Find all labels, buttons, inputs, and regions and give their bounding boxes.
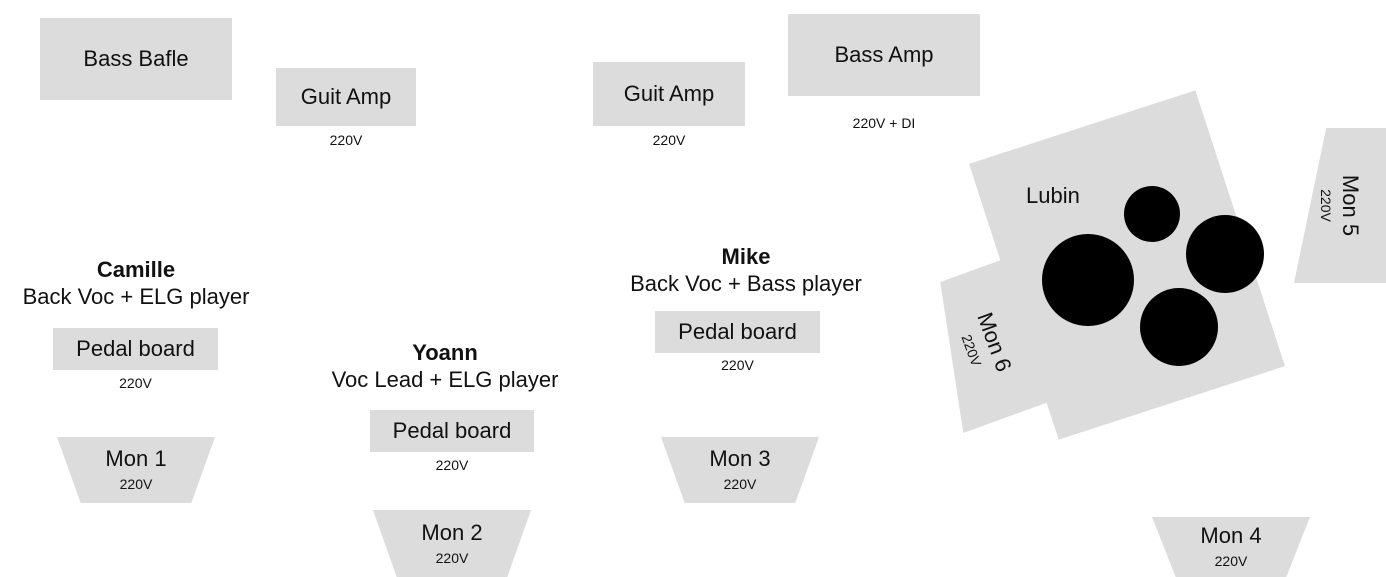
monitor-label: Mon 5 bbox=[1338, 174, 1363, 237]
guit-amp-2-power: 220V bbox=[652, 132, 686, 148]
guit-amp-1: Guit Amp bbox=[276, 68, 416, 126]
guit-amp-2-label: Guit Amp bbox=[623, 81, 715, 106]
musician-role: Back Voc + Bass player bbox=[630, 271, 862, 296]
musician-name: Camille bbox=[96, 257, 176, 282]
drum-snare bbox=[1140, 288, 1218, 366]
drum-floor-tom bbox=[1186, 215, 1264, 293]
monitor-mon3: Mon 3 220V bbox=[661, 437, 819, 503]
musician-role: Back Voc + ELG player bbox=[22, 284, 250, 309]
pedal-board-mike-power: 220V bbox=[721, 357, 754, 373]
pedal-board-label: Pedal board bbox=[76, 336, 195, 361]
musician-camille: Camille Back Voc + ELG player bbox=[0, 256, 272, 310]
monitor-power: 220V bbox=[435, 549, 469, 566]
musician-mike: Mike Back Voc + Bass player bbox=[604, 243, 888, 297]
monitor-label: Mon 1 bbox=[105, 446, 167, 471]
pedal-board-label: Pedal board bbox=[678, 319, 797, 344]
pedal-board-camille: Pedal board bbox=[53, 328, 218, 370]
monitor-power: 220V bbox=[723, 476, 757, 492]
monitor-label: Mon 3 bbox=[709, 446, 771, 471]
guit-amp-2: Guit Amp bbox=[593, 62, 745, 126]
pedal-board-mike: Pedal board bbox=[655, 311, 820, 353]
bass-bafle: Bass Bafle bbox=[40, 18, 232, 100]
monitor-mon1: Mon 1 220V bbox=[57, 437, 215, 503]
monitor-mon5-panel: Mon 5 220V bbox=[1294, 128, 1386, 283]
guit-amp-1-power: 220V bbox=[329, 132, 363, 148]
bass-amp-power: 220V + DI bbox=[852, 115, 916, 131]
musician-name: Yoann bbox=[412, 340, 478, 365]
pedal-board-yoann-power: 220V bbox=[435, 457, 469, 473]
drum-kick bbox=[1042, 234, 1134, 326]
drum-riser-label: Lubin bbox=[1026, 183, 1080, 208]
bass-amp: Bass Amp bbox=[788, 14, 980, 96]
drum-tom bbox=[1124, 186, 1180, 242]
musician-name: Mike bbox=[721, 244, 771, 269]
musician-role: Voc Lead + ELG player bbox=[331, 367, 559, 392]
monitor-power: 220V bbox=[1214, 553, 1248, 569]
pedal-board-yoann: Pedal board bbox=[370, 410, 534, 452]
pedal-board-camille-power: 220V bbox=[119, 375, 152, 391]
pedal-board-label: Pedal board bbox=[392, 418, 512, 443]
monitor-mon4: Mon 4 220V bbox=[1152, 517, 1310, 577]
monitor-power: 220V bbox=[1318, 189, 1334, 222]
monitor-power: 220V bbox=[119, 476, 153, 492]
guit-amp-1-label: Guit Amp bbox=[300, 84, 392, 109]
bass-amp-label: Bass Amp bbox=[834, 42, 934, 67]
monitor-label: Mon 2 bbox=[421, 519, 483, 545]
monitor-label: Mon 4 bbox=[1200, 523, 1262, 548]
bass-bafle-label: Bass Bafle bbox=[83, 46, 189, 71]
monitor-mon2: Mon 2 220V bbox=[373, 510, 531, 577]
musician-yoann: Yoann Voc Lead + ELG player bbox=[300, 339, 590, 393]
